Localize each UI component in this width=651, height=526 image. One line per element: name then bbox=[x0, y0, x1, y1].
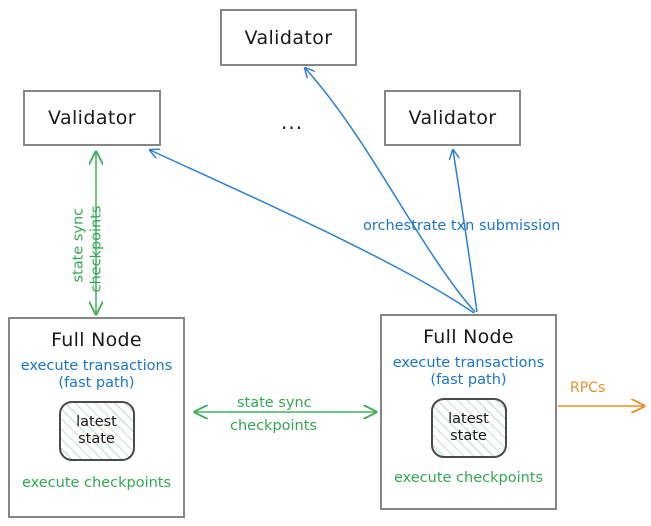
full-node-left-title: Full Node bbox=[51, 329, 142, 351]
latest-state-box-left[interactable]: latest state bbox=[58, 401, 135, 461]
latest-state-left-line1: latest bbox=[76, 414, 117, 430]
latest-state-box-right[interactable]: latest state bbox=[430, 398, 507, 458]
full-node-right-title: Full Node bbox=[423, 326, 514, 348]
full-node-right-execute-checkpoints: execute checkpoints bbox=[393, 470, 544, 486]
state-sync-vertical-label-line1: state sync bbox=[70, 207, 87, 283]
validator-left-label: Validator bbox=[48, 107, 136, 129]
state-sync-vertical-label-line2: checkpoints bbox=[88, 205, 105, 293]
full-node-left-exec-line1: execute transactions bbox=[20, 358, 173, 374]
validator-box-top[interactable]: Validator bbox=[220, 9, 357, 66]
validator-box-left[interactable]: Validator bbox=[23, 90, 161, 146]
full-node-left-exec-line2: (fast path) bbox=[58, 375, 135, 391]
state-sync-horizontal-label-line2: checkpoints bbox=[230, 418, 317, 434]
full-node-left-execute-transactions: execute transactions (fast path) bbox=[21, 358, 173, 392]
latest-state-right-line2: state bbox=[450, 428, 487, 444]
latest-state-right-line1: latest bbox=[448, 411, 489, 427]
full-node-box-left[interactable]: Full Node execute transactions (fast pat… bbox=[8, 317, 185, 518]
full-node-right-exec-line2: (fast path) bbox=[430, 372, 507, 388]
full-node-right-exec-line1: execute transactions bbox=[392, 355, 545, 371]
latest-state-left-line2: state bbox=[78, 431, 115, 447]
full-node-box-right[interactable]: Full Node execute transactions (fast pat… bbox=[380, 314, 557, 510]
validator-top-label: Validator bbox=[244, 26, 333, 49]
validator-right-label: Validator bbox=[408, 107, 497, 129]
orchestrate-txn-submission-label: orchestrate txn submission bbox=[363, 218, 561, 234]
validator-box-right[interactable]: Validator bbox=[384, 90, 521, 146]
full-node-right-execute-transactions: execute transactions (fast path) bbox=[393, 355, 545, 389]
rpcs-label: RPCs bbox=[570, 380, 606, 396]
validators-ellipsis: ... bbox=[281, 110, 304, 134]
state-sync-horizontal-label-line1: state sync bbox=[237, 395, 312, 411]
full-node-left-execute-checkpoints: execute checkpoints bbox=[21, 475, 172, 491]
